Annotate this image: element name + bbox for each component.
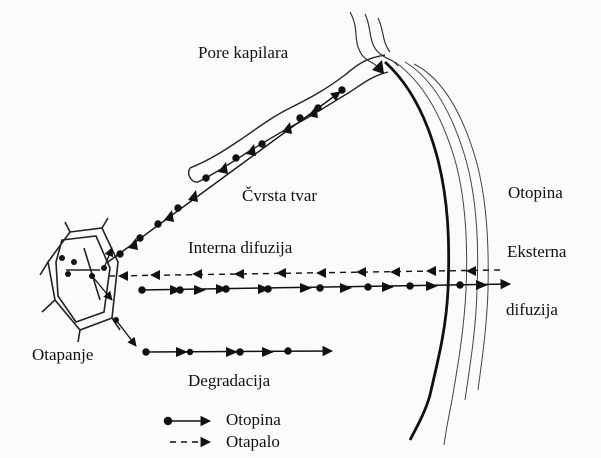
- legend-solution-label: Otopina: [226, 411, 281, 428]
- solvent-path: [108, 270, 500, 276]
- solution-region-label: Otopina: [508, 184, 563, 201]
- rock-crack-lines: [350, 12, 398, 72]
- external-diffusion-label-line1: Eksterna: [507, 243, 566, 260]
- solid-label: Čvrsta tvar: [242, 187, 317, 204]
- dissolving-crystal: [40, 218, 120, 342]
- pore-diffusion-path: [108, 87, 345, 262]
- boundary-layer-lines: [395, 62, 488, 445]
- legend-solvent-label: Otapalo: [226, 433, 280, 450]
- pore-capillary-channel: [189, 55, 388, 182]
- external-diffusion-label-line2: difuzija: [506, 301, 558, 318]
- pore-capillary-label: Pore kapilara: [198, 44, 288, 61]
- dissolution-label: Otapanje: [32, 346, 93, 363]
- degradation-path: [143, 348, 332, 355]
- degradation-label: Degradacija: [188, 372, 270, 389]
- pore-path-arrowheads: [128, 60, 384, 250]
- internal-diffusion-label: Interna difuzija: [188, 239, 292, 256]
- legend-solution-symbol: [165, 418, 211, 425]
